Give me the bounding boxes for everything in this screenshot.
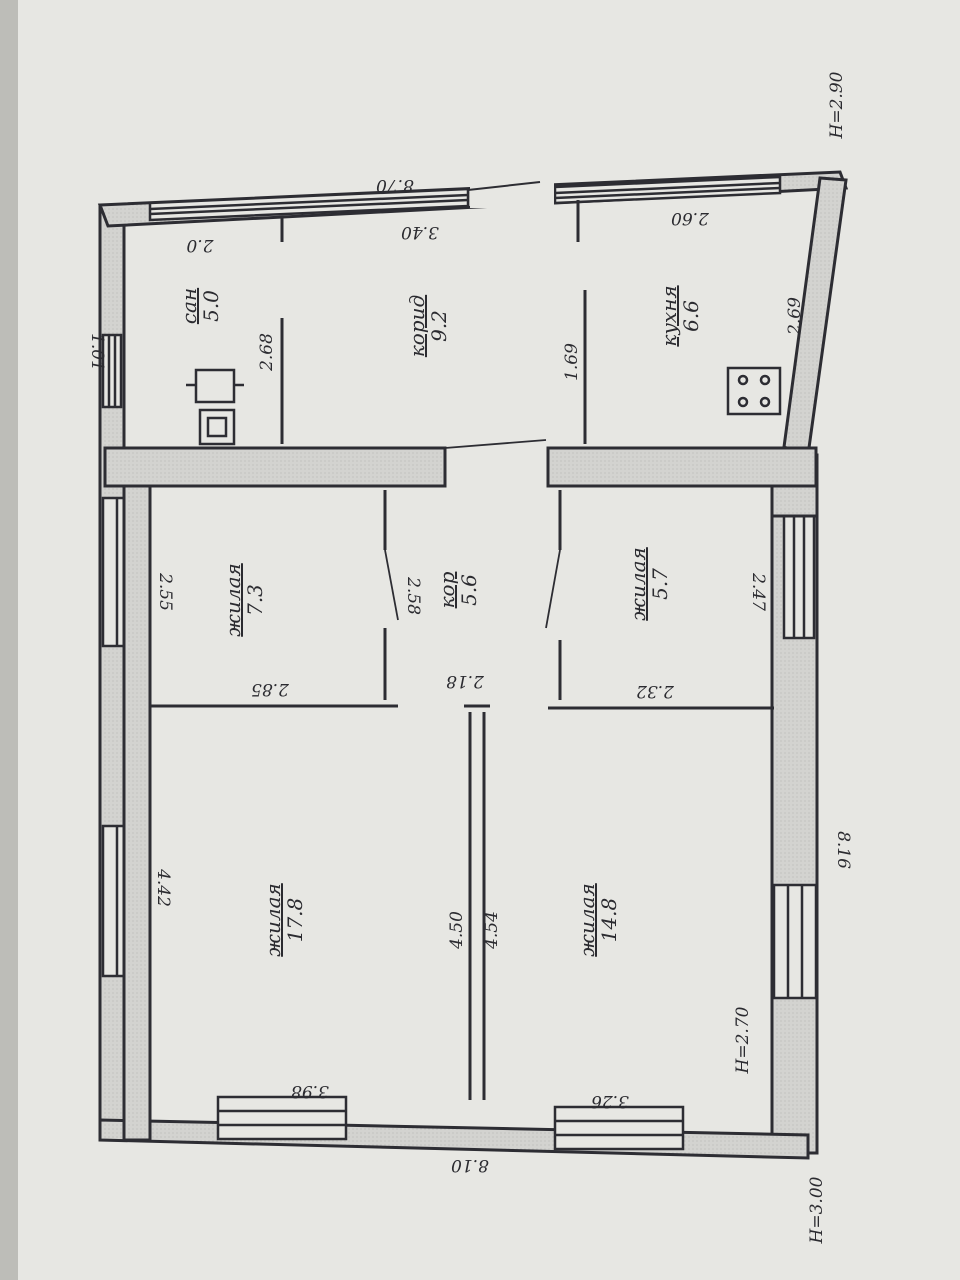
dim-wc-width: 2.0 (186, 235, 214, 255)
room-name-kitchen: кухня (657, 285, 681, 346)
room-name-living-2: жилая (626, 547, 650, 621)
dim-kitchen-width: 2.60 (671, 208, 710, 228)
bottom-wall-windows (216, 1095, 685, 1151)
room-name-hall: кор (435, 571, 459, 608)
room-area-hall: 5.6 (457, 574, 481, 606)
room-name-corridor: корид (405, 295, 429, 357)
dim-room1-width: 2.85 (251, 679, 290, 699)
dim-room3-len: 4.42 (153, 868, 173, 907)
inner-walls (103, 446, 819, 1142)
partitions (150, 200, 774, 1100)
room-area-kitchen: 6.6 (679, 300, 703, 332)
room-name-living-1: жилая (221, 563, 245, 637)
dim-room3-width: 3.98 (291, 1081, 329, 1101)
dim-top-total: 8.70 (376, 175, 414, 195)
dim-hall-width: 2.18 (446, 671, 485, 691)
dim-window-top-left: 1.01 (87, 333, 107, 371)
room-area-living-4: 14.8 (597, 898, 621, 943)
room-area-wc: 5.0 (199, 290, 223, 322)
dim-room2-len: 2.47 (748, 572, 768, 611)
dim-corridor-width: 3.40 (401, 222, 439, 242)
stove-fixture (726, 366, 782, 416)
room-area-living-3: 17.8 (283, 898, 307, 943)
dim-kitchen-side: 2.69 (785, 297, 805, 336)
annotations: 8.70 8.10 8.16 H=2.90 H=3.00 H=2.70 1.01… (87, 71, 853, 1244)
dim-room2-width: 2.32 (636, 681, 675, 701)
paper-edge-shadow (0, 0, 18, 1280)
room-area-corridor: 9.2 (427, 310, 451, 342)
dim-room4-width: 3.26 (591, 1091, 629, 1111)
dim-hall-len: 2.58 (403, 576, 423, 615)
dim-room1-len: 2.55 (155, 572, 175, 611)
room-name-wc: сан (177, 288, 201, 324)
height-top-right: H=2.90 (827, 71, 847, 139)
dim-wc-side: 2.68 (257, 333, 277, 372)
height-living: H=2.70 (733, 1006, 753, 1074)
height-bottom-right: H=3.00 (807, 1176, 827, 1244)
dim-right-total: 8.16 (833, 831, 853, 869)
room-name-living-4: жилая (575, 883, 599, 957)
dim-partition-b: 4.54 (482, 911, 502, 950)
dim-corridor-side: 1.69 (562, 343, 582, 381)
entrance-door-leaf (467, 181, 541, 191)
room-area-living-2: 5.7 (648, 568, 672, 600)
room-area-living-1: 7.3 (243, 584, 267, 616)
dim-partition-a: 4.50 (447, 911, 467, 950)
room-name-living-3: жилая (261, 883, 285, 957)
boiler-fixture (186, 368, 244, 446)
top-wall-windows (148, 175, 782, 222)
dim-bottom-total: 8.10 (451, 1155, 489, 1175)
door-swings (384, 439, 561, 629)
